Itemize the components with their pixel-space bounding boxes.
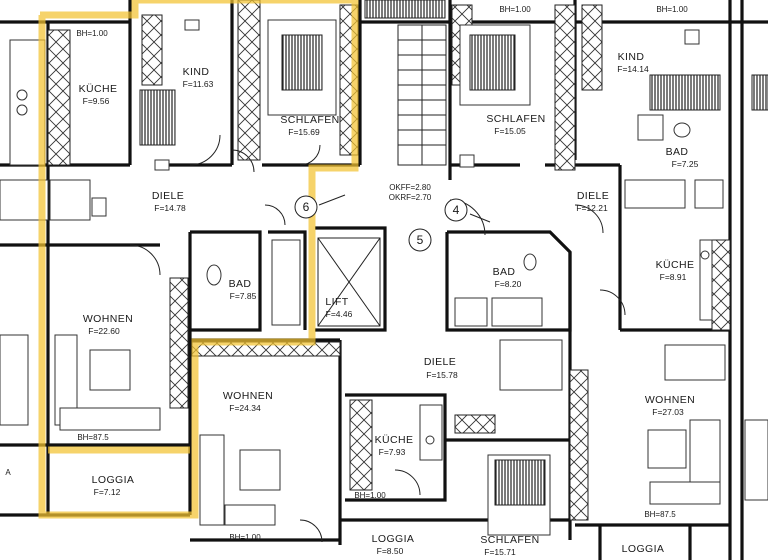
room-name: LIFT (325, 296, 348, 308)
room-area: F=15.05 (494, 126, 526, 136)
unit-marker-5: 5 (417, 233, 424, 247)
room-name: KIND (618, 51, 645, 63)
room-area: F=24.34 (229, 403, 261, 413)
furniture (0, 19, 768, 536)
bh-mark: BH=87.5 (644, 510, 676, 519)
okrf-mark: OKRF=2.70 (389, 193, 432, 202)
room-name: SCHLAFEN (280, 114, 339, 126)
room-area: F=15.69 (288, 127, 320, 137)
bh-mark: BH=1.00 (656, 5, 688, 14)
room-area: F=7.25 (672, 159, 699, 169)
bh-mark: BH=1.00 (499, 5, 531, 14)
edge-mark: A (5, 468, 11, 477)
room-area: F=15.71 (484, 547, 516, 557)
stairwell (364, 0, 447, 166)
room-area: F=12.21 (576, 203, 608, 213)
room-area: F=8.20 (495, 279, 522, 289)
room-area: F=22.60 (88, 326, 120, 336)
bh-mark: BH=1.00 (229, 533, 261, 542)
room-area: F=15.78 (426, 370, 458, 380)
room-name: LOGGIA (372, 533, 415, 545)
room-area: F=7.93 (379, 447, 406, 457)
room-name: BAD (493, 266, 516, 278)
room-name: KÜCHE (656, 259, 695, 271)
room-name: DIELE (577, 190, 609, 202)
room-name: DIELE (424, 356, 456, 368)
room-area: F=27.03 (652, 407, 684, 417)
unit-markers: 6 5 4 (294, 194, 491, 252)
bh-mark: BH=87.5 (77, 433, 109, 442)
apartment-highlight (38, 0, 359, 519)
height-marks: BH=1.00 BH=1.00 BH=1.00 BH=87.5 BH=87.5 … (5, 5, 688, 542)
room-name: LOGGIA (92, 474, 135, 486)
room-area: F=7.85 (230, 291, 257, 301)
room-name: KIND (183, 66, 210, 78)
room-name: LOGGIA (622, 543, 665, 555)
room-name: BAD (229, 278, 252, 290)
bh-mark: BH=1.00 (354, 491, 386, 500)
room-area: F=9.56 (83, 96, 110, 106)
unit-marker-6: 6 (303, 200, 310, 214)
room-name: KÜCHE (79, 83, 118, 95)
bh-mark: BH=1.00 (76, 29, 108, 38)
room-area: F=8.50 (377, 546, 404, 556)
room-area: F=7.12 (94, 487, 121, 497)
room-area: F=8.91 (660, 272, 687, 282)
room-labels: KÜCHE F=9.56 KIND F=11.63 SCHLAFEN F=15.… (79, 51, 699, 557)
okff-mark: OKFF=2.80 (389, 183, 431, 192)
room-name: WOHNEN (223, 390, 273, 402)
room-area: F=14.14 (617, 64, 649, 74)
room-area: F=11.63 (183, 79, 214, 89)
room-name: DIELE (152, 190, 184, 202)
unit-marker-4: 4 (453, 203, 460, 217)
room-name: SCHLAFEN (486, 113, 545, 125)
room-area: F=14.78 (154, 203, 186, 213)
room-name: BAD (666, 146, 689, 158)
room-area: F=4.46 (326, 309, 353, 319)
room-name: KÜCHE (375, 434, 414, 446)
room-name: WOHNEN (645, 394, 695, 406)
room-name: WOHNEN (83, 313, 133, 325)
room-name: SCHLAFEN (480, 534, 539, 546)
